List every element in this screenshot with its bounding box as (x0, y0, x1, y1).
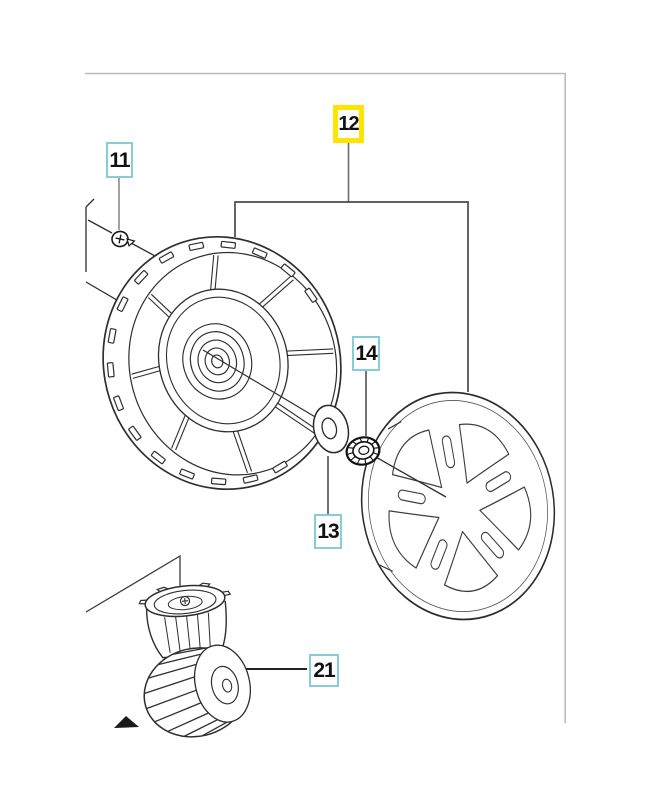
gearbox-ribs (164, 612, 211, 653)
part-callout-11[interactable]: 11 (106, 142, 133, 178)
axle-axis-across-hub (202, 349, 333, 428)
wheel-figure (102, 235, 342, 491)
screw-figure (111, 230, 136, 248)
nut-knurling (347, 438, 379, 464)
gearbox-figure (138, 582, 251, 738)
part-callout-21[interactable]: 21 (309, 654, 339, 687)
wheel-hub-rings (182, 323, 253, 400)
tire-tread-lugs (106, 240, 318, 486)
part-callout-13[interactable]: 13 (314, 514, 342, 549)
part-callout-12[interactable]: 12 (333, 105, 364, 143)
axle-axis-to-cap (373, 455, 447, 498)
direction-arrow (114, 716, 139, 728)
pinion-teeth (144, 646, 228, 737)
nut-figure (345, 436, 381, 466)
washer-figure (312, 404, 350, 454)
part-callout-14[interactable]: 14 (352, 336, 380, 371)
wheel-spokes (131, 255, 334, 474)
hubcap-figure (360, 391, 556, 621)
callout-leader-lines (85, 143, 469, 670)
frame-border (85, 72, 567, 723)
